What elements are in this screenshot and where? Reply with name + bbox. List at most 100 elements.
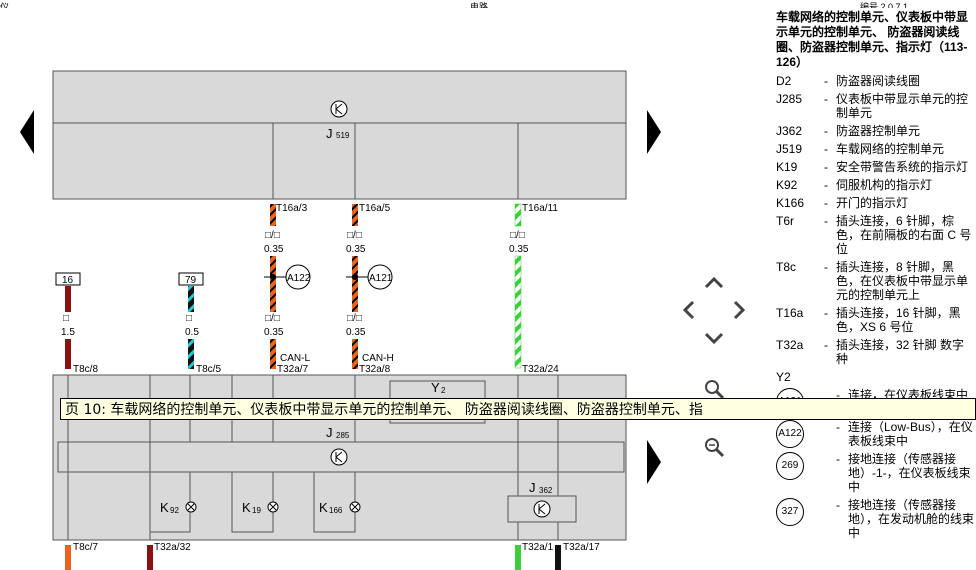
ground-symbol-icon: [330, 448, 348, 466]
zoom-in-icon[interactable]: [705, 380, 725, 400]
pan-down-icon[interactable]: [704, 332, 724, 345]
legend-row: K92-伺服机构的指示灯: [776, 178, 976, 192]
j362-label: J: [529, 480, 536, 495]
pan-up-icon[interactable]: [704, 276, 724, 289]
prev-page-arrow-icon[interactable]: [20, 110, 34, 154]
header-right: 编号 2 0 7 1: [860, 2, 909, 8]
wire-t32a32: [147, 545, 153, 570]
legend-row: K166-开门的指示灯: [776, 196, 976, 210]
legend-dash: -: [824, 142, 828, 156]
next-page-arrow-lower-icon[interactable]: [647, 440, 661, 484]
legend-code: T8c: [776, 260, 797, 274]
ground-symbol-icon: [533, 500, 551, 518]
legend-row: T8c -插头连接，8 针脚，黑色，在仪表板中带显示单元的控制单元上: [776, 260, 976, 302]
svg-text:□/□: □/□: [510, 230, 525, 241]
legend-circle-row: 269 -接地连接（传感器接地）-1-，在仪表板线束中: [776, 452, 976, 494]
svg-text:CAN-H: CAN-H: [362, 353, 394, 364]
legend-desc: 插头连接，16 针脚，黑色，XS 6 号位: [836, 306, 961, 334]
legend-row: J285-仪表板中带显示单元的控制单元: [776, 92, 976, 120]
zoom-out-icon[interactable]: [705, 438, 725, 458]
legend-dash: -: [824, 260, 828, 274]
legend-code: T32a: [776, 338, 804, 352]
legend-code: J519: [776, 142, 803, 156]
wire-t16a3-upper: [270, 204, 276, 226]
legend-desc: 防盗器控制单元: [836, 124, 921, 138]
legend-dash: -: [824, 74, 828, 88]
wire-fuse79-upper: [188, 286, 194, 312]
wire-t16a11-upper: [514, 203, 522, 227]
svg-text:□/□: □/□: [265, 313, 280, 324]
pan-left-icon[interactable]: [682, 300, 695, 320]
svg-text:T32a/1: T32a/1: [522, 542, 554, 553]
pan-right-icon[interactable]: [733, 300, 746, 320]
legend-connector-circle: 327: [776, 498, 804, 526]
legend-code: Y2: [776, 370, 791, 384]
legend-desc: 接地连接（传感器接地）-1-，在仪表板线束中: [848, 452, 971, 494]
legend-title: 车载网络的控制单元、仪表板中带显示单元的控制单元、 防盗器阅读线圈、防盗器控制单…: [776, 10, 969, 69]
legend-row: J519 -车载网络的控制单元: [776, 142, 976, 156]
wire-fuse16-upper: [65, 286, 71, 312]
page-tooltip: 页 10: 车载网络的控制单元、仪表板中带显示单元的控制单元、 防盗器阅读线圈、…: [60, 398, 976, 420]
svg-text:T32a/32: T32a/32: [154, 542, 191, 553]
legend-desc: 插头连接，8 针脚，黑色，在仪表板中带显示单元的控制单元上: [836, 260, 969, 302]
wire-can-l: [270, 339, 276, 369]
j285-label: J: [326, 425, 333, 440]
legend-desc: 连接（Low-Bus），在仪表板线束中: [848, 420, 973, 448]
wire-t32a1: [515, 545, 521, 570]
ground-symbol-icon: [330, 100, 348, 118]
svg-text:T32a/7: T32a/7: [277, 364, 309, 375]
svg-text:□/□: □/□: [347, 313, 362, 324]
svg-text:16: 16: [62, 275, 74, 286]
j362-sub: 362: [539, 486, 553, 495]
fuse-79: [178, 272, 204, 286]
svg-text:CAN-L: CAN-L: [280, 353, 310, 364]
legend-desc: 插头连接，32 针脚 数字种: [836, 338, 965, 366]
legend-desc: 车载网络的控制单元: [836, 142, 945, 156]
legend-panel: 车载网络的控制单元、仪表板中带显示单元的控制单元、 防盗器阅读线圈、防盗器控制单…: [776, 10, 976, 570]
legend-code: T6r: [776, 214, 794, 228]
svg-text:K: K: [160, 500, 169, 515]
svg-text:K: K: [319, 500, 328, 515]
a121-circle: [367, 264, 393, 290]
svg-text:T8c/8: T8c/8: [73, 364, 98, 375]
legend-code: K92: [776, 178, 798, 192]
svg-text:0.5: 0.5: [185, 327, 199, 338]
legend-connector-circle: A122: [776, 420, 804, 448]
legend-dash: -: [824, 338, 828, 352]
wire-t16a5-middle: [352, 256, 358, 312]
pin-t16a3: T16a/3: [276, 203, 308, 214]
legend-dash: -: [824, 196, 828, 210]
wire-t16a5-upper: [352, 204, 358, 226]
wire-t16a11-lower: [514, 255, 522, 369]
legend-row: J362-防盗器控制单元: [776, 124, 976, 138]
svg-text:T32a/17: T32a/17: [563, 542, 600, 553]
legend-dash: -: [836, 420, 840, 434]
legend-connector-circle: 269: [776, 452, 804, 480]
pin-t16a11: T16a/11: [522, 203, 558, 214]
svg-text:79: 79: [185, 275, 197, 286]
svg-text:1.5: 1.5: [61, 327, 75, 338]
svg-text:19: 19: [252, 506, 261, 515]
svg-text:T8c/5: T8c/5: [196, 364, 221, 375]
y2-label: Y: [431, 380, 440, 395]
legend-code: T16a: [776, 306, 804, 320]
wire-t32a17: [555, 545, 561, 570]
legend-dash: -: [824, 306, 828, 320]
wire-fuse16-lower: [65, 339, 71, 369]
wiring-diagram: J 519 T16a/3 □/□ 0.35 A122 □/□ 0.35 CAN-…: [20, 70, 746, 570]
svg-text:0.35: 0.35: [346, 327, 366, 338]
svg-text:A122: A122: [287, 273, 311, 284]
k92-lamp: K 92: [149, 471, 197, 533]
legend-dash: -: [824, 92, 828, 106]
svg-text:0.35: 0.35: [264, 327, 284, 338]
next-page-arrow-icon[interactable]: [647, 110, 661, 154]
j519-sub: 519: [336, 131, 350, 140]
header-center: 电路: [470, 2, 489, 8]
y2-sub: 2: [441, 386, 446, 395]
legend-row: T32a -插头连接，32 针脚 数字种: [776, 338, 976, 366]
j519-label: J: [326, 126, 333, 141]
svg-text:K: K: [242, 500, 251, 515]
svg-text:□/□: □/□: [265, 230, 280, 241]
legend-dash: -: [836, 452, 840, 466]
